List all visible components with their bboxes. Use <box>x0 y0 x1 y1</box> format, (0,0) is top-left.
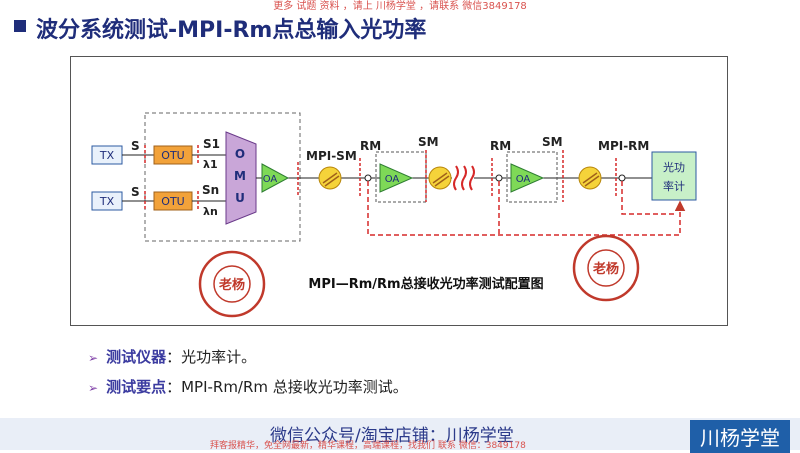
bullet-item-instrument: ➢ 测试仪器：光功率计。 <box>88 346 256 367</box>
omu-letter-o: O <box>235 147 245 161</box>
title-bullet-square <box>14 20 26 32</box>
footer-text: 微信公众号/淘宝店铺：川杨学堂 <box>270 426 514 446</box>
lambda1-label: λ1 <box>203 158 218 171</box>
oa-amplifier-2 <box>379 163 414 193</box>
top-watermark-note: 更多 试题 资料 ，请上 川杨学堂 ，请联系 微信3849178 <box>273 1 527 12</box>
test-point-1 <box>364 174 372 182</box>
bullet-text: ：光功率计。 <box>166 348 257 366</box>
slide-title: 波分系统测试-MPI-Rm点总输入光功率 <box>36 18 427 43</box>
bullet-arrow-icon: ➢ <box>88 381 99 395</box>
bullet-label: 测试要点 <box>106 378 167 396</box>
s-point-label-2: S <box>131 185 140 199</box>
footer-note: 拜客报精华，免全网最新，精华课程，高端课程，找我们 联系 微信：3849178 <box>210 441 526 451</box>
brand-logo: 川杨学堂 <box>690 420 790 453</box>
bullet-label: 测试仪器 <box>106 348 167 366</box>
measurement-path-rm1 <box>367 181 686 236</box>
fiber-span-break-2 <box>461 165 467 191</box>
transmit-side-dashed-box <box>144 112 301 242</box>
rm-label-2: RM <box>490 139 511 153</box>
power-meter-box <box>651 151 697 201</box>
oa-label-1: OA <box>263 174 278 185</box>
otu-label-2: OTU <box>161 195 184 208</box>
otu-label-1: OTU <box>161 149 184 162</box>
mpi-rm-label: MPI-RM <box>598 139 649 153</box>
fiber-span-break-1 <box>453 165 459 191</box>
diagram-caption: MPI—Rm/Rm总接收光功率测试配置图 <box>308 276 543 292</box>
lambdan-label: λn <box>203 205 218 218</box>
sm-label-2: SM <box>542 135 563 149</box>
omu-letter-u: U <box>235 191 245 205</box>
stamp-left: 老杨 <box>198 250 266 318</box>
omu-multiplexer <box>225 131 257 225</box>
oa-label-2: OA <box>385 174 400 185</box>
test-point-2 <box>495 174 503 182</box>
test-point-3 <box>618 174 626 182</box>
bullet-text: ：MPI-Rm/Rm 总接收光功率测试。 <box>166 378 408 396</box>
oa-amplifier-3 <box>510 163 545 193</box>
rm-label-1: RM <box>360 139 381 153</box>
oa-label-3: OA <box>516 174 531 185</box>
fiber-span-break-3 <box>469 165 475 191</box>
bullet-item-key-points: ➢ 测试要点：MPI-Rm/Rm 总接收光功率测试。 <box>88 376 408 397</box>
power-meter-label-line1: 光功 <box>663 160 685 174</box>
sm-label-1: SM <box>418 135 439 149</box>
stamp-right: 老杨 <box>572 234 640 302</box>
tx-label-2: TX <box>99 195 115 208</box>
s-point-label-1: S <box>131 139 140 153</box>
oa-dashed-box-2 <box>506 151 558 203</box>
mpi-sm-label: MPI-SM <box>306 149 357 163</box>
stamp-right-center: 老杨 <box>592 261 619 277</box>
stamp-left-center: 老杨 <box>218 277 245 293</box>
bullet-arrow-icon: ➢ <box>88 351 99 365</box>
sn-label: Sn <box>202 183 219 197</box>
oa-amplifier-1 <box>261 163 290 193</box>
tx-label-1: TX <box>99 149 115 162</box>
power-meter-label-line2: 率计 <box>663 179 685 193</box>
footer-bar <box>0 418 800 450</box>
measurement-path-mpi-rm <box>621 181 674 215</box>
s1-label: S1 <box>203 137 220 151</box>
omu-letter-m: M <box>234 169 246 183</box>
